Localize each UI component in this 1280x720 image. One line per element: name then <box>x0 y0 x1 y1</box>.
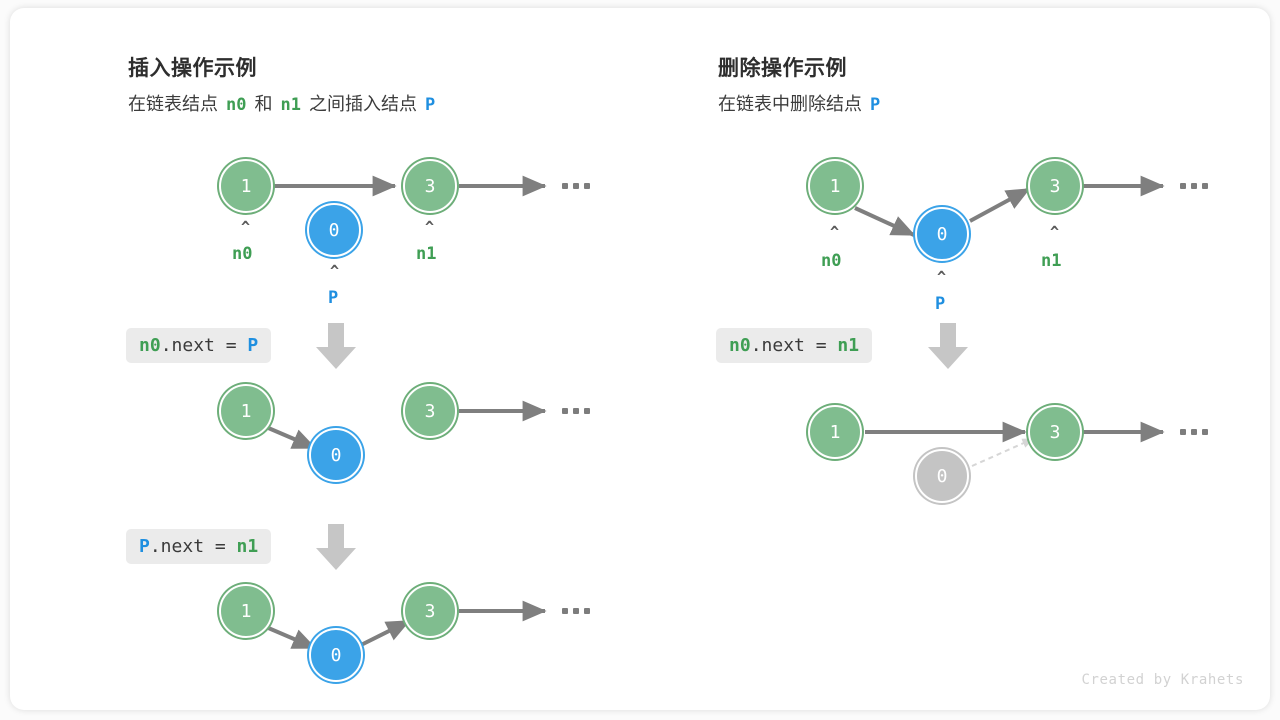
insert-step1-caret-p: ^ <box>330 262 340 280</box>
insert-code-badge-1: n0.next = P <box>126 328 272 363</box>
insert-step1-node-p: 0 <box>307 203 361 257</box>
insert-step1-caret-n1: ^ <box>425 218 435 236</box>
delete-step2-ellipsis <box>1180 429 1208 435</box>
insert-step1-label-n1: n1 <box>416 244 437 264</box>
insert-step1-label-p: P <box>328 288 339 308</box>
delete-down-arrow-1 <box>928 323 968 369</box>
dcode1-mid: .next = <box>750 335 838 356</box>
subtitle-token-n1: n1 <box>280 95 302 115</box>
delete-step1-label-p: P <box>935 294 946 314</box>
insert-code-badge-2: P.next = n1 <box>126 529 272 564</box>
insert-step1-node-n0: 1 <box>219 159 273 213</box>
diagram-card: 插入操作示例 在链表结点 n0 和 n1 之间插入结点 P <box>10 8 1270 710</box>
insert-step1-label-n0: n0 <box>232 244 253 264</box>
delete-step1-caret-p: ^ <box>937 268 947 286</box>
code2-mid: .next = <box>149 536 237 557</box>
insert-step1-node-n1: 3 <box>403 159 457 213</box>
subtitle-token-n0: n0 <box>226 95 247 115</box>
delete-step2-node-n0: 1 <box>808 405 862 459</box>
insert-step1-ellipsis <box>562 183 590 189</box>
insert-down-arrow-1 <box>316 323 356 369</box>
insert-step2-node-n1: 3 <box>403 384 457 438</box>
panel-insert: 插入操作示例 在链表结点 n0 和 n1 之间插入结点 P <box>10 8 640 710</box>
panel-insert-title: 插入操作示例 <box>128 57 257 80</box>
delete-step1-node-p: 0 <box>915 207 969 261</box>
insert-step3-node-n1: 3 <box>403 584 457 638</box>
delete-step1-label-n1: n1 <box>1041 251 1062 271</box>
insert-step3-node-n0: 1 <box>219 584 273 638</box>
delete-step1-label-n0: n0 <box>821 251 842 271</box>
code2-lhs: P <box>139 536 150 557</box>
delete-edge-layer <box>854 175 1165 467</box>
insert-step2-ellipsis <box>562 408 590 414</box>
dcode1-rhs: n1 <box>837 335 860 356</box>
subtitle-text-1: 在链表中删除结点 <box>718 94 862 114</box>
delete-step1-node-n0: 1 <box>808 159 862 213</box>
subtitle-token-p: P <box>425 95 436 115</box>
subtitle-text-1: 在链表结点 <box>128 94 218 114</box>
subtitle-token-p: P <box>870 95 881 115</box>
delete-step1-ellipsis <box>1180 183 1208 189</box>
delete-step1-caret-n0: ^ <box>830 223 840 241</box>
insert-down-arrow-2 <box>316 524 356 570</box>
delete-step1-caret-n1: ^ <box>1050 223 1060 241</box>
code1-mid: .next = <box>160 335 248 356</box>
delete-step2-node-n1: 3 <box>1028 405 1082 459</box>
insert-step3-ellipsis <box>562 608 590 614</box>
insert-step1-caret-n0: ^ <box>241 218 251 236</box>
code2-rhs: n1 <box>236 536 259 557</box>
code1-lhs: n0 <box>139 335 161 356</box>
delete-step1-node-n1: 3 <box>1028 159 1082 213</box>
panel-delete: 删除操作示例 在链表中删除结点 P <box>640 8 1270 710</box>
panel-insert-subtitle: 在链表结点 n0 和 n1 之间插入结点 P <box>128 90 438 116</box>
subtitle-text-3: 之间插入结点 <box>309 94 418 114</box>
panel-delete-subtitle: 在链表中删除结点 P <box>718 90 883 116</box>
insert-step3-node-p: 0 <box>309 628 363 682</box>
code1-rhs: P <box>247 335 259 356</box>
insert-step2-node-n0: 1 <box>219 384 273 438</box>
panel-delete-title: 删除操作示例 <box>718 57 847 80</box>
dcode1-lhs: n0 <box>729 335 751 356</box>
delete-code-badge-1: n0.next = n1 <box>716 328 873 363</box>
delete-step2-node-removed: 0 <box>915 449 969 503</box>
subtitle-text-2: 和 <box>254 94 273 114</box>
insert-step2-node-p: 0 <box>309 428 363 482</box>
watermark: Created by Krahets <box>1081 672 1244 688</box>
insert-edge-layer <box>265 175 547 650</box>
